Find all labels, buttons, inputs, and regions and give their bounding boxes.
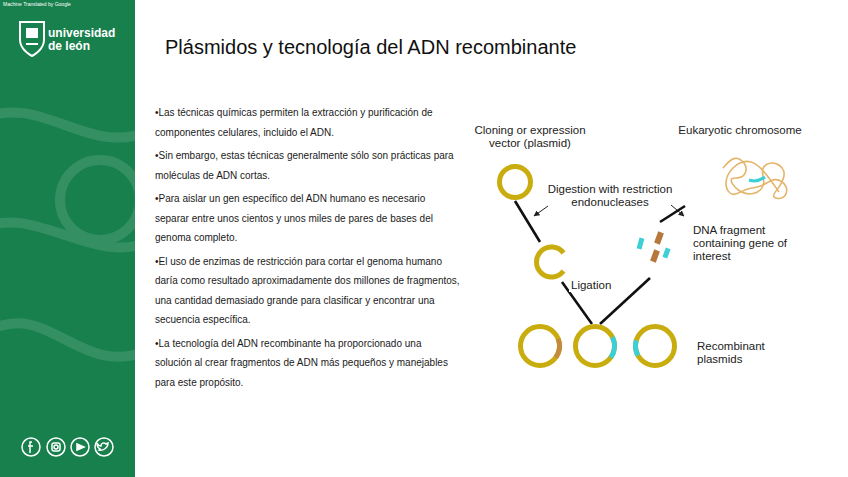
bullet-text: •Para aislar un gen específico del ADN h…	[155, 189, 460, 248]
node-label: Eukaryotic chromosome	[665, 124, 815, 137]
eukaryotic-chromosome: Eukaryotic chromosome	[665, 124, 815, 206]
fragment-pieces	[628, 226, 684, 272]
dna-piece	[654, 231, 664, 244]
recombinant-plasmids: Recombinant plasmids	[516, 320, 811, 372]
node-label: DNA fragment containing gene of interest	[693, 224, 801, 263]
edge-label: Ligation	[569, 279, 613, 292]
ring	[500, 167, 531, 198]
cut-plasmid	[537, 247, 564, 277]
recombinant-rings	[516, 320, 681, 372]
connector-line	[515, 201, 592, 324]
shield-logo	[20, 22, 44, 56]
gene-insert	[609, 336, 617, 359]
ring	[521, 327, 560, 366]
gene-segment	[749, 177, 765, 181]
bullet-text: •El uso de enzimas de restricción para c…	[155, 252, 460, 330]
gene-insert	[633, 340, 640, 357]
bullet-text: •Las técnicas químicas permiten la extra…	[155, 103, 460, 142]
step-label: Digestion with restriction endonucleases	[535, 183, 685, 209]
logo-text: universidad de león	[48, 27, 130, 53]
slide-title: Plásmidos y tecnología del ADN recombina…	[165, 34, 835, 60]
social-icons	[22, 438, 113, 456]
connector-line	[660, 206, 685, 222]
dna-piece	[662, 247, 670, 258]
node-label: Recombinant plasmids	[697, 340, 809, 366]
dna-piece	[650, 249, 660, 262]
ring	[576, 327, 615, 366]
node-label: Cloning or expression vector (plasmid)	[462, 124, 598, 150]
dna-strand	[723, 158, 787, 198]
bullet-text: •Sin embargo, estas técnicas generalment…	[155, 146, 460, 185]
gene-insert	[554, 338, 562, 359]
sidebar-pattern	[0, 112, 150, 357]
plasmid-ring	[495, 164, 535, 204]
ring	[636, 327, 675, 366]
dna-fragment: DNA fragment containing gene of interest	[628, 222, 808, 278]
plasmid-vector: Cloning or expression vector (plasmid)	[462, 124, 598, 204]
chromosome-tangle	[715, 146, 795, 206]
watermark: Machine Translated by Google	[3, 1, 123, 7]
bullet-text: •La tecnología del ADN recombinante ha p…	[155, 334, 460, 393]
dna-piece	[637, 238, 645, 250]
